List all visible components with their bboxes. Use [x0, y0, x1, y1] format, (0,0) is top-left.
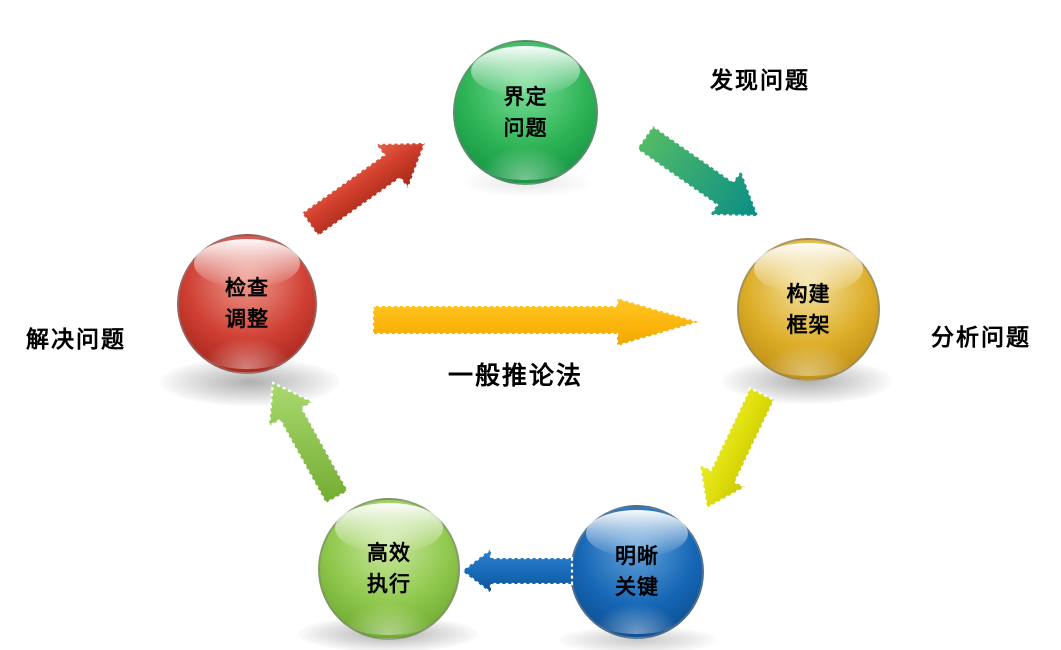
- arrow-check-to-define: [300, 141, 427, 238]
- node-build-framework: 构建 框架: [737, 238, 880, 381]
- node-label-line: 构建: [786, 282, 831, 306]
- arrow-key-to-execute: [460, 546, 574, 596]
- label-discover-problem: 发现问题: [710, 67, 810, 93]
- node-define-problem: 界定 问题: [453, 40, 598, 185]
- node-check-adjust: 检查 调整: [177, 234, 317, 374]
- node-clarify-key: 明晰 关键: [570, 505, 704, 639]
- label-analyze-problem: 分析问题: [931, 324, 1031, 350]
- node-label-line: 框架: [786, 313, 831, 337]
- arrow-method: [371, 296, 703, 348]
- label-solve-problem: 解决问题: [26, 326, 126, 352]
- node-label-line: 执行: [367, 573, 411, 596]
- arrow-framework-to-key: [698, 386, 776, 510]
- node-label-line: 界定: [503, 85, 548, 109]
- label-general-inference-method: 一般推论法: [448, 362, 584, 390]
- node-efficient-execute: 高效 执行: [318, 498, 460, 640]
- node-label-line: 高效: [367, 542, 411, 565]
- node-label-line: 检查: [225, 277, 269, 300]
- node-label-line: 明晰: [615, 545, 659, 568]
- arrow-define-to-framework: [635, 124, 760, 218]
- node-label-line: 关键: [615, 576, 659, 599]
- node-label-line: 调整: [225, 308, 269, 331]
- node-label-line: 问题: [503, 116, 548, 140]
